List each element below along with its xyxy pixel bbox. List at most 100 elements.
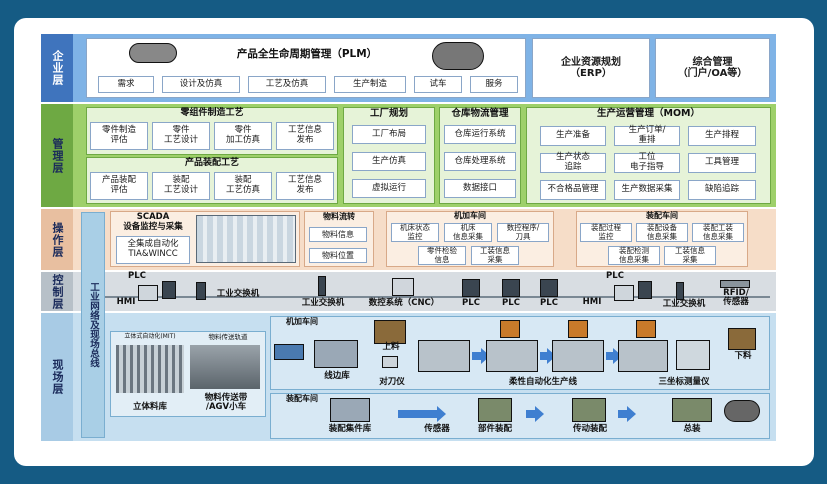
hmi-device-2 <box>614 285 634 301</box>
plm-item-manufacturing[interactable]: 生产制造 <box>334 76 406 93</box>
plc-device-2 <box>462 279 480 297</box>
plm-title: 产品全生命周期管理（PLM） <box>187 48 427 60</box>
switch-device-2 <box>318 276 326 296</box>
assembly-item-design[interactable]: 装配 工艺设计 <box>152 172 210 200</box>
edge-store-device <box>314 340 358 368</box>
plc-device-5 <box>638 281 652 299</box>
assembly-item-evaluate[interactable]: 产品装配 评估 <box>90 172 148 200</box>
engine-photo <box>724 400 760 422</box>
tool-setter-device <box>382 356 398 368</box>
warehouse-title: 仓库物流管理 <box>439 109 521 120</box>
plc-device-3 <box>502 279 520 297</box>
layer-operation: 操作层 <box>41 209 73 270</box>
assembly-item-simulation[interactable]: 装配 工艺仿真 <box>214 172 272 200</box>
assembly-op-inspection[interactable]: 装配检测 信息采集 <box>608 246 660 265</box>
flow-arrow-2 <box>540 352 548 360</box>
cnc-machine-1 <box>418 340 470 372</box>
layer-field: 现场层 <box>41 313 73 441</box>
assembly-store-device <box>330 398 370 422</box>
switch-label-3: 工业交换机 <box>654 300 714 309</box>
flow-arrow-3 <box>606 352 614 360</box>
factory-item-layout[interactable]: 工厂布局 <box>352 125 426 144</box>
assembly-op-equipment[interactable]: 装配设备 信息采集 <box>636 223 688 242</box>
flex-line-label: 柔性自动化生产线 <box>488 378 598 387</box>
parts-item-design[interactable]: 零件 工艺设计 <box>152 122 210 150</box>
plm-item-test-run[interactable]: 试车 <box>414 76 462 93</box>
network-label: 工业网络及现场总线 <box>86 282 100 368</box>
erp-box[interactable]: 企业资源规划 （ERP） <box>532 38 650 98</box>
warehouse-item-interface[interactable]: 数据接口 <box>444 179 516 198</box>
plm-item-design[interactable]: 设计及仿真 <box>162 76 240 93</box>
mom-item-defect-tracking[interactable]: 缺陷追踪 <box>688 180 756 200</box>
mom-item-tools[interactable]: 工具管理 <box>688 153 756 173</box>
layer-enterprise: 企业层 <box>41 34 73 102</box>
plm-item-requirement[interactable]: 需求 <box>98 76 154 93</box>
cnc-device <box>392 278 414 296</box>
machining-op-status[interactable]: 机床状态 监控 <box>391 223 439 242</box>
plc-label-4: PLC <box>536 299 562 308</box>
layer-management: 管理层 <box>41 104 73 207</box>
plc-label-5: PLC <box>602 272 628 281</box>
switch-device-3 <box>676 282 684 300</box>
hmi-device-1 <box>138 285 158 301</box>
mom-item-scheduling[interactable]: 生产排程 <box>688 126 756 146</box>
factory-item-virtual-run[interactable]: 虚拟运行 <box>352 179 426 198</box>
plc-device-4 <box>540 279 558 297</box>
mom-item-orders[interactable]: 生产订单/ 重排 <box>614 126 680 146</box>
robot-loader <box>374 320 406 344</box>
material-flow-title: 物料流转 <box>304 212 374 221</box>
monitor-device <box>274 344 304 360</box>
parts-item-publish[interactable]: 工艺信息 发布 <box>276 122 334 150</box>
transmission-assembly-label: 传动装配 <box>562 425 618 434</box>
flow-arrow-1 <box>472 352 482 360</box>
flow-arrow-6 <box>618 410 628 418</box>
assembly-op-fixture[interactable]: 装配工装 信息采集 <box>692 223 744 242</box>
mom-item-tracking[interactable]: 生产状态 追踪 <box>540 153 606 173</box>
material-flow-info[interactable]: 物料信息 <box>309 227 367 242</box>
rfid-device <box>720 280 750 288</box>
warehouse-item-processing[interactable]: 仓库处理系统 <box>444 152 516 171</box>
engine-image <box>129 43 177 63</box>
factory-item-simulation[interactable]: 生产仿真 <box>352 152 426 171</box>
rfid-label: RFID/ 传感器 <box>716 289 756 308</box>
tool-setter-label: 对刀仪 <box>372 378 412 387</box>
mom-item-work-instruction[interactable]: 工位 电子指导 <box>614 153 680 173</box>
flow-arrow-4 <box>398 410 438 418</box>
part-assembly-label: 部件装配 <box>470 425 520 434</box>
parts-item-simulation[interactable]: 零件 加工仿真 <box>214 122 272 150</box>
oa-box[interactable]: 综合管理 （门户/OA等） <box>655 38 770 98</box>
scada-screen <box>196 215 296 263</box>
assembly-item-publish[interactable]: 工艺信息 发布 <box>276 172 334 200</box>
machining-op-inspection[interactable]: 零件检验 信息 <box>418 246 466 265</box>
machining-op-collect[interactable]: 机床 信息采集 <box>444 223 492 242</box>
machining-op-program[interactable]: 数控程序/ 刀具 <box>497 223 549 242</box>
industrial-network-bar: 工业网络及现场总线 <box>81 212 105 438</box>
warehouse-item-operation[interactable]: 仓库运行系统 <box>444 125 516 144</box>
parts-item-evaluate[interactable]: 零件制造 评估 <box>90 122 148 150</box>
cmm-device <box>676 340 710 370</box>
assembly-process-title: 产品装配工艺 <box>86 158 338 168</box>
agv-label: 物料传送带 /AGV小车 <box>190 394 262 413</box>
scada-body[interactable]: 全集成自动化 TIA&WINCC <box>116 236 190 264</box>
machining-op-fixture[interactable]: 工装信息 采集 <box>471 246 519 265</box>
factory-title: 工厂规划 <box>343 109 435 120</box>
mom-item-nonconforming[interactable]: 不合格品管理 <box>540 180 606 200</box>
plc-device-1 <box>162 281 176 299</box>
plm-item-service[interactable]: 服务 <box>470 76 518 93</box>
mom-item-prep[interactable]: 生产准备 <box>540 126 606 146</box>
assembly-op-title: 装配车间 <box>576 211 748 220</box>
machining-field-title: 机加车间 <box>278 318 326 327</box>
scada-title: SCADA 设备监控与采集 <box>114 213 192 233</box>
parts-process-title: 零组件制造工艺 <box>86 108 338 118</box>
switch-device-1 <box>196 282 206 300</box>
mom-item-data-collection[interactable]: 生产数据采集 <box>614 180 680 200</box>
final-assembly-label: 总装 <box>672 425 712 434</box>
robot-unloader <box>728 328 756 350</box>
material-flow-location[interactable]: 物料位置 <box>309 248 367 263</box>
assembly-op-monitor[interactable]: 装配过程 监控 <box>580 223 632 242</box>
plm-item-process[interactable]: 工艺及仿真 <box>248 76 326 93</box>
switch-label-1: 工业交换机 <box>208 290 268 299</box>
cnc-machine-3 <box>552 340 604 372</box>
assembly-op-tooling[interactable]: 工装信息 采集 <box>664 246 716 265</box>
part-assembly-device <box>478 398 512 422</box>
